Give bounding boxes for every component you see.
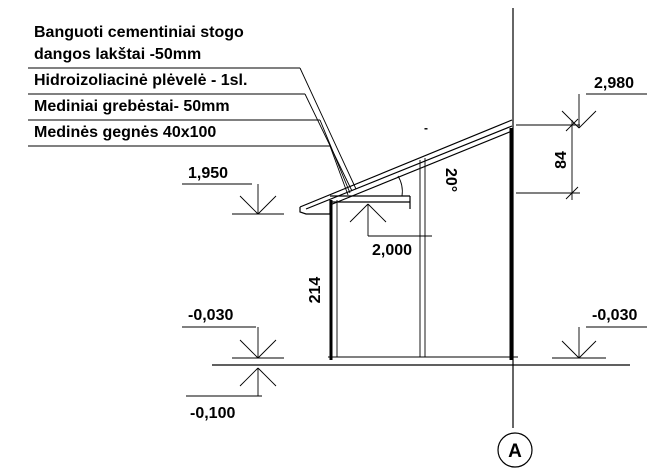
elevation-inner: 2,000 [349, 203, 432, 259]
layer-label-1: Banguoti cementiniai stogo [34, 24, 244, 41]
elevation-floor-left-value: -0,030 [188, 307, 233, 324]
elevation-eave-arrow [239, 195, 259, 215]
angle-arc [397, 175, 403, 197]
dimension-wall-height: 214 [307, 277, 324, 304]
axis-marker-circle [497, 432, 533, 468]
roof: 20° [299, 119, 513, 215]
elevation-floor-left: -0,030 [182, 307, 284, 359]
elevation-floor-left-arrow [239, 339, 259, 359]
layer-label-2: dangos lakštai -50mm [34, 46, 201, 63]
leader-line [329, 145, 349, 196]
elevation-eave-value: 1,950 [188, 165, 228, 182]
layer-label-5: Medinės gegnės 40x100 [34, 124, 216, 141]
gutter [299, 200, 331, 215]
axis-marker-label: A [508, 441, 522, 462]
layer-label-4: Mediniai grebėstai- 50mm [34, 98, 230, 115]
layer-label-3: Hidroizoliacinė plėvelė - 1sl. [34, 72, 247, 89]
elevation-inner-arrow [367, 203, 387, 223]
dimension-rise: 84 [516, 118, 580, 200]
leader-line [304, 93, 353, 192]
elevation-eave: 1,950 [182, 165, 284, 215]
wall-height-value: 214 [307, 277, 324, 304]
roof-second-line [305, 125, 513, 210]
roof-angle-label: 20° [442, 168, 459, 192]
rise-value: 84 [553, 151, 570, 169]
elevation-floor-left-arrow [257, 339, 277, 359]
rafter-line [329, 130, 513, 206]
elevation-floor-right: -0,030 [552, 307, 647, 359]
dash-mark: - [424, 121, 428, 135]
elevation-ridge-arrow [578, 110, 597, 129]
leader-line [299, 67, 357, 190]
elevation-eave-arrow [257, 195, 277, 215]
leader-line [319, 119, 351, 194]
rise-tick [565, 186, 579, 200]
elevation-floor-right-value: -0,030 [592, 307, 637, 324]
roof-top-line [299, 119, 513, 208]
elevation-ground: -0,100 [186, 367, 277, 422]
elevation-ground-value: -0,100 [190, 405, 235, 422]
elevation-ground-arrow [257, 367, 277, 387]
elevation-ridge-arrow [561, 110, 580, 129]
layer-labels: Banguoti cementiniai stogo dangos lakšta… [28, 24, 357, 196]
elevation-ridge: 2,980 [561, 75, 647, 129]
elevation-ground-arrow [239, 367, 259, 387]
elevation-inner-value: 2,000 [372, 242, 412, 259]
elevation-ridge-value: 2,980 [594, 75, 634, 92]
elevation-floor-right-arrow [561, 340, 580, 359]
elevation-floor-right-arrow [578, 340, 597, 359]
elevation-inner-arrow [349, 203, 369, 223]
rise-tick [565, 118, 579, 132]
